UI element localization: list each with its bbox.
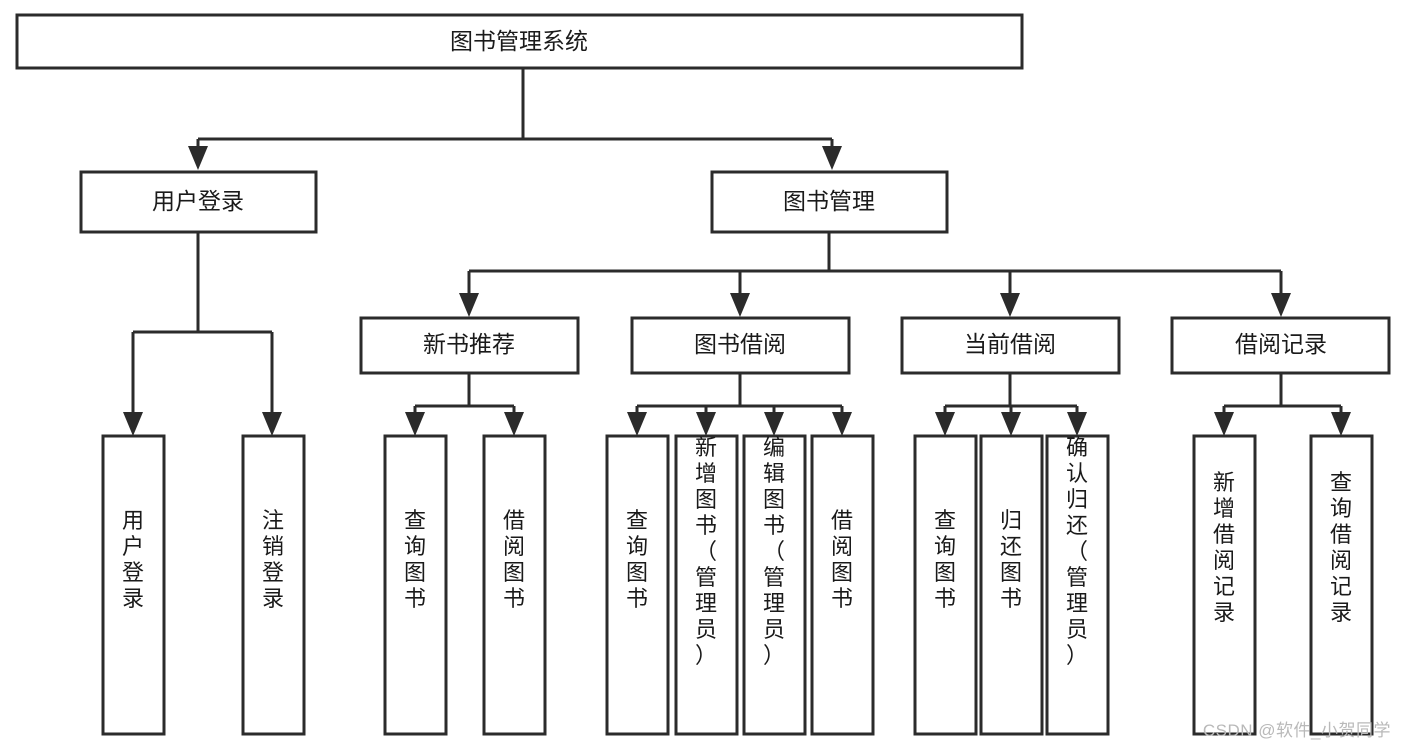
leaf-query-borrow-record-box [1309,434,1374,736]
leaf-add-borrow-record-label: 新增借阅记录 [1213,470,1235,625]
leaf-add-book-label: 新增图书（管理员） [695,435,717,668]
leaf-edit-book-box [742,434,807,736]
user-login-box [79,170,318,234]
leaf-logout-box [241,434,306,736]
leaf-user-login-label: 用户登录 [122,508,144,611]
arrow-to-leaf-query-book-3 [935,412,955,436]
arrow-to-current-borrow [1000,293,1020,317]
new-book-recommend-label: 新书推荐 [423,331,515,357]
leaf-query-book-recommend-box [383,434,448,736]
leaf-add-book-box [674,434,739,736]
arrow-to-leaf-add-record [1214,412,1234,436]
arrow-to-leaf-user-login [123,412,143,436]
leaf-query-book-current-label: 查询图书 [934,508,956,611]
leaf-query-book-current[interactable]: 查询图书 [913,434,978,736]
arrow-to-leaf-edit-book [764,412,784,436]
leaf-user-login-box [101,434,166,736]
leaf-borrow-book-borrow-box [810,434,875,736]
arrow-to-leaf-borrow-book-2 [832,412,852,436]
arrow-to-book-borrow [730,293,750,317]
csdn-watermark: CSDN @软件_小贺同学 [1202,721,1391,740]
leaf-confirm-return-box [1045,434,1110,736]
arrow-to-leaf-query-record [1331,412,1351,436]
arrow-to-leaf-confirm-return [1067,412,1087,436]
leaf-query-book-borrow-label: 查询图书 [626,508,648,611]
arrow-to-leaf-query-book-1 [405,412,425,436]
leaf-return-book-box [979,434,1044,736]
book-manage-label: 图书管理 [783,188,875,214]
connector-new-book-to-leaves [405,373,524,436]
arrow-to-borrow-record [1271,293,1291,317]
leaf-edit-book[interactable]: 编辑图书（管理员） [742,434,807,736]
leaf-query-borrow-record-label: 查询借阅记录 [1330,470,1352,625]
arrow-to-leaf-logout [262,412,282,436]
node-current-borrow[interactable]: 当前借阅 [900,316,1121,375]
leaf-query-book-recommend-label: 查询图书 [404,508,426,611]
node-borrow-record[interactable]: 借阅记录 [1170,316,1391,375]
leaf-add-borrow-record[interactable]: 新增借阅记录 [1192,434,1257,736]
leaf-borrow-book-recommend-label: 借阅图书 [503,508,525,611]
book-borrow-label: 图书借阅 [694,331,786,357]
leaf-query-book-current-box [913,434,978,736]
node-root[interactable]: 图书管理系统 [15,13,1024,70]
borrow-record-label: 借阅记录 [1235,331,1327,357]
leaf-borrow-book-recommend[interactable]: 借阅图书 [482,434,547,736]
root-box [15,13,1024,70]
arrow-to-book-manage [822,146,842,170]
arrow-to-user-login [188,146,208,170]
leaf-borrow-book-borrow-label: 借阅图书 [831,508,853,611]
leaf-add-borrow-record-box [1192,434,1257,736]
leaf-logout[interactable]: 注销登录 [241,434,306,736]
leaf-query-borrow-record[interactable]: 查询借阅记录 [1309,434,1374,736]
connector-borrow-record-to-leaves [1214,373,1351,436]
arrow-to-new-book [459,293,479,317]
leaf-borrow-book-borrow[interactable]: 借阅图书 [810,434,875,736]
root-label: 图书管理系统 [450,28,588,54]
connector-book-manage-to-level3 [459,232,1291,317]
leaf-edit-book-label: 编辑图书（管理员） [763,435,785,668]
leaf-confirm-return-label: 确认归还（管理员） [1066,435,1088,668]
node-new-book-recommend[interactable]: 新书推荐 [359,316,580,375]
leaf-add-book[interactable]: 新增图书（管理员） [674,434,739,736]
new-book-recommend-box [359,316,580,375]
user-login-label: 用户登录 [152,188,244,214]
arrow-to-leaf-borrow-book-1 [504,412,524,436]
leaf-query-book-recommend[interactable]: 查询图书 [383,434,448,736]
current-borrow-box [900,316,1121,375]
leaf-user-login[interactable]: 用户登录 [101,434,166,736]
connector-user-login-to-leaves [123,232,282,436]
node-book-borrow[interactable]: 图书借阅 [630,316,851,375]
leaf-confirm-return[interactable]: 确认归还（管理员） [1045,434,1110,736]
arrow-to-leaf-add-book [696,412,716,436]
connector-current-borrow-to-leaves [935,373,1087,436]
leaf-query-book-borrow[interactable]: 查询图书 [605,434,670,736]
arrow-to-leaf-query-book-2 [627,412,647,436]
current-borrow-label: 当前借阅 [964,331,1056,357]
connector-root-to-level2 [188,68,842,170]
leaf-logout-label: 注销登录 [262,508,284,611]
node-book-manage[interactable]: 图书管理 [710,170,949,234]
node-user-login[interactable]: 用户登录 [79,170,318,234]
leaf-query-book-borrow-box [605,434,670,736]
leaf-return-book-label: 归还图书 [1000,508,1022,611]
leaf-borrow-book-recommend-box [482,434,547,736]
arrow-to-leaf-return-book [1001,412,1021,436]
leaf-return-book[interactable]: 归还图书 [979,434,1044,736]
connector-book-borrow-to-leaves [627,373,852,436]
